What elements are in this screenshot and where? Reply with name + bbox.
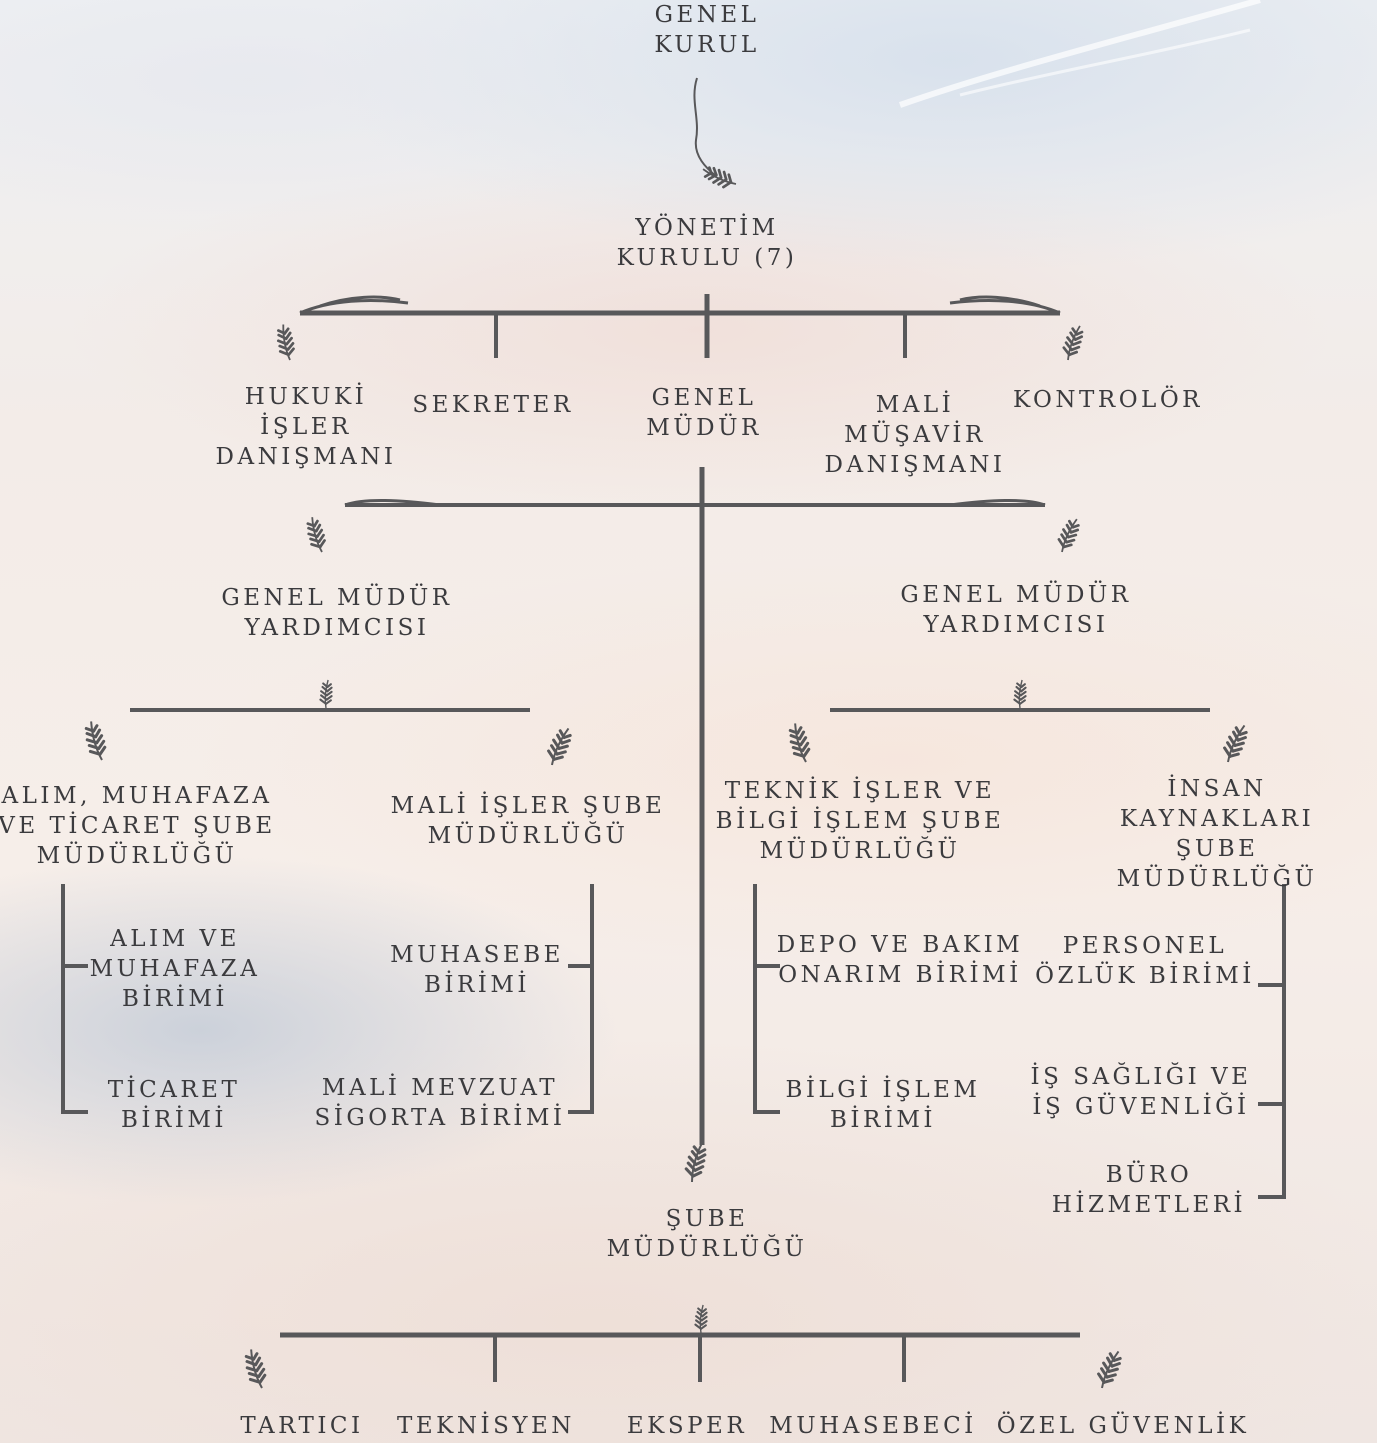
- node-depo-bakim: DEPO VE BAKIM ONARIM BİRİMİ: [776, 932, 1024, 988]
- node-genel-kurul: GENEL KURUL: [654, 2, 760, 58]
- node-yonetim-kurulu: YÖNETİM KURULU (7): [616, 215, 798, 271]
- wheat-ornament-icon: [783, 720, 816, 767]
- node-alim-muhafaza-birimi: ALIM VE MUHAFAZA BİRİMİ: [89, 926, 261, 1012]
- bracket-ik: [1258, 884, 1286, 1199]
- node-ticaret-birimi: TİCARET BİRİMİ: [107, 1077, 241, 1133]
- node-gmy-left: GENEL MÜDÜR YARDIMCISI: [221, 585, 453, 641]
- flourish-right: [949, 499, 1046, 507]
- flourish-left: [299, 295, 409, 315]
- wheat-ornament-icon: [694, 1303, 708, 1335]
- node-sube-mudurlugu: ŞUBE MÜDÜRLÜĞÜ: [606, 1206, 808, 1262]
- bracket-teknik: [753, 884, 780, 1114]
- node-ozel-guvenlik: ÖZEL GÜVENLİK: [996, 1413, 1250, 1439]
- node-is-sagligi: İŞ SAĞLIĞI VE İŞ GÜVENLİĞİ: [1030, 1064, 1252, 1120]
- cloud-streak: [959, 28, 1251, 97]
- node-kontrolor: KONTROLÖR: [1012, 387, 1204, 413]
- wheat-ornament-icon: [698, 163, 740, 193]
- node-bilgi-islem-birimi: BİLGİ İŞLEM BİRİMİ: [785, 1077, 981, 1133]
- node-hukuki-isler: HUKUKİ İŞLER DANIŞMANI: [215, 384, 397, 470]
- wheat-ornament-icon: [542, 723, 575, 770]
- node-mali-isler-sube: MALİ İŞLER ŞUBE MÜDÜRLÜĞÜ: [390, 793, 666, 849]
- connector-genel-kurul: [693, 77, 717, 177]
- node-buro-hizmetleri: BÜRO HİZMETLERİ: [1051, 1162, 1247, 1218]
- wheat-ornament-icon: [272, 322, 299, 364]
- node-alim-muhafaza-sube: ALIM, MUHAFAZA VE TİCARET ŞUBE MÜDÜRLÜĞÜ: [0, 783, 276, 869]
- wheat-ornament-icon: [239, 1346, 272, 1393]
- flourish-left: [344, 499, 441, 507]
- wheat-ornament-icon: [1059, 322, 1086, 364]
- node-sekreter: SEKRETER: [412, 392, 574, 418]
- wheat-ornament-icon: [682, 1139, 709, 1185]
- wheat-ornament-icon: [1013, 678, 1027, 710]
- bracket-mali: [568, 884, 594, 1114]
- cloud-streak: [899, 0, 1261, 108]
- node-muhasebeci: MUHASEBECİ: [769, 1413, 977, 1439]
- node-mali-mevzuat: MALİ MEVZUAT SİGORTA BİRİMİ: [314, 1075, 566, 1131]
- wheat-ornament-icon: [1053, 514, 1083, 556]
- node-tartici: TARTICI: [240, 1413, 364, 1439]
- node-teknisyen: TEKNİSYEN: [397, 1413, 575, 1439]
- node-eksper: EKSPER: [626, 1413, 748, 1439]
- node-teknik-isler-sube: TEKNİK İŞLER VE BİLGİ İŞLEM ŞUBE MÜDÜRLÜ…: [715, 778, 1005, 864]
- wheat-ornament-icon: [1092, 1346, 1125, 1393]
- bracket-alim: [61, 884, 88, 1114]
- wheat-ornament-icon: [79, 718, 112, 765]
- wheat-ornament-icon: [319, 678, 333, 710]
- wheat-ornament-icon: [301, 514, 331, 556]
- node-muhasebe-birimi: MUHASEBE BİRİMİ: [390, 942, 564, 998]
- node-genel-mudur: GENEL MÜDÜR: [646, 385, 762, 441]
- flourish-right: [949, 295, 1061, 315]
- node-gmy-right: GENEL MÜDÜR YARDIMCISI: [900, 582, 1132, 638]
- node-insan-kaynaklari-sube: İNSAN KAYNAKLARI ŞUBE MÜDÜRLÜĞÜ: [1116, 776, 1318, 892]
- wheat-ornament-icon: [1218, 720, 1251, 767]
- node-mali-musavir: MALİ MÜŞAVİR DANIŞMANI: [824, 392, 1006, 478]
- node-personel-ozluk: PERSONEL ÖZLÜK BİRİMİ: [1035, 933, 1255, 989]
